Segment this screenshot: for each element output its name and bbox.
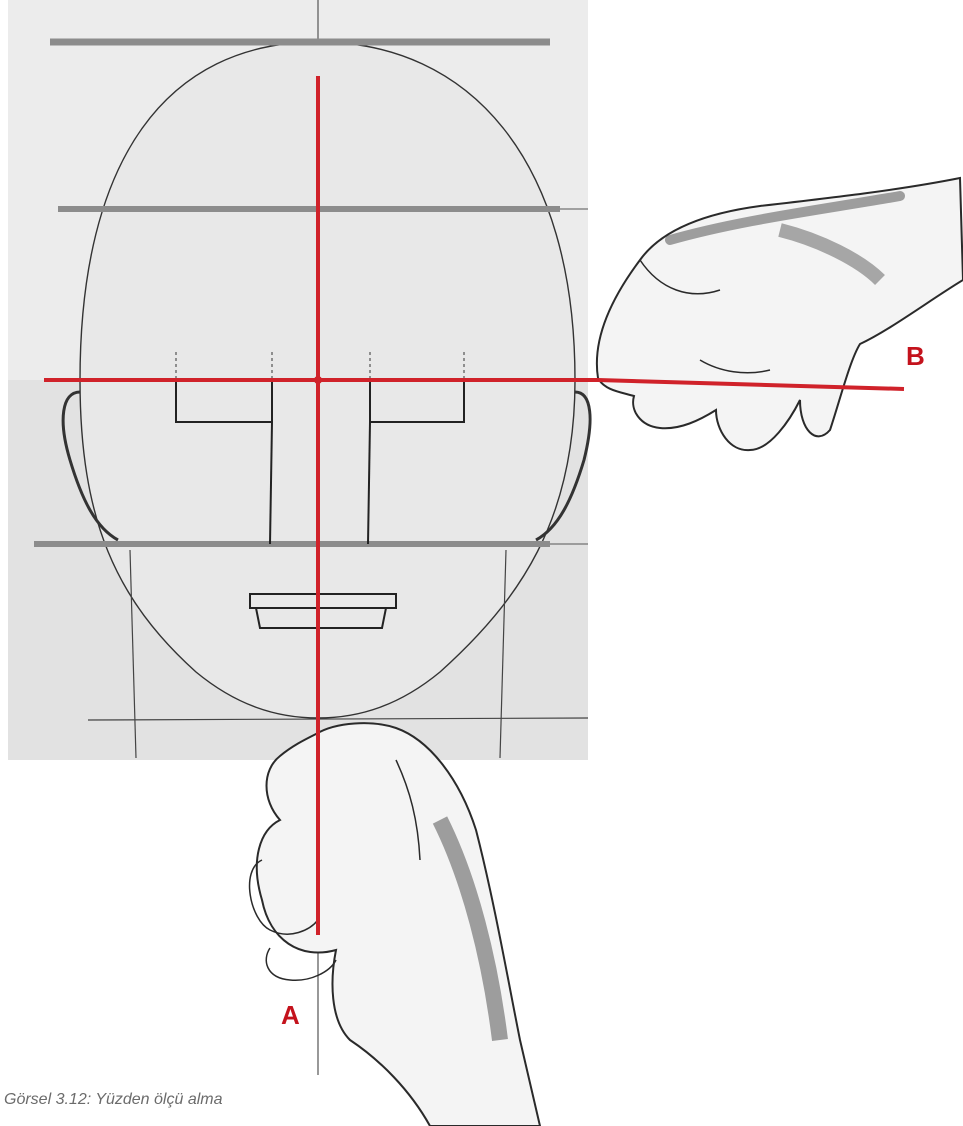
figure-caption: Görsel 3.12: Yüzden ölçü alma	[4, 1091, 223, 1109]
hand-holding-pencil-vertical-icon	[250, 723, 540, 1126]
measure-intersection	[314, 376, 322, 384]
hand-holding-pencil-horizontal-icon	[597, 178, 963, 450]
measure-label-a: A	[281, 1000, 300, 1031]
measure-label-b: B	[906, 341, 925, 372]
